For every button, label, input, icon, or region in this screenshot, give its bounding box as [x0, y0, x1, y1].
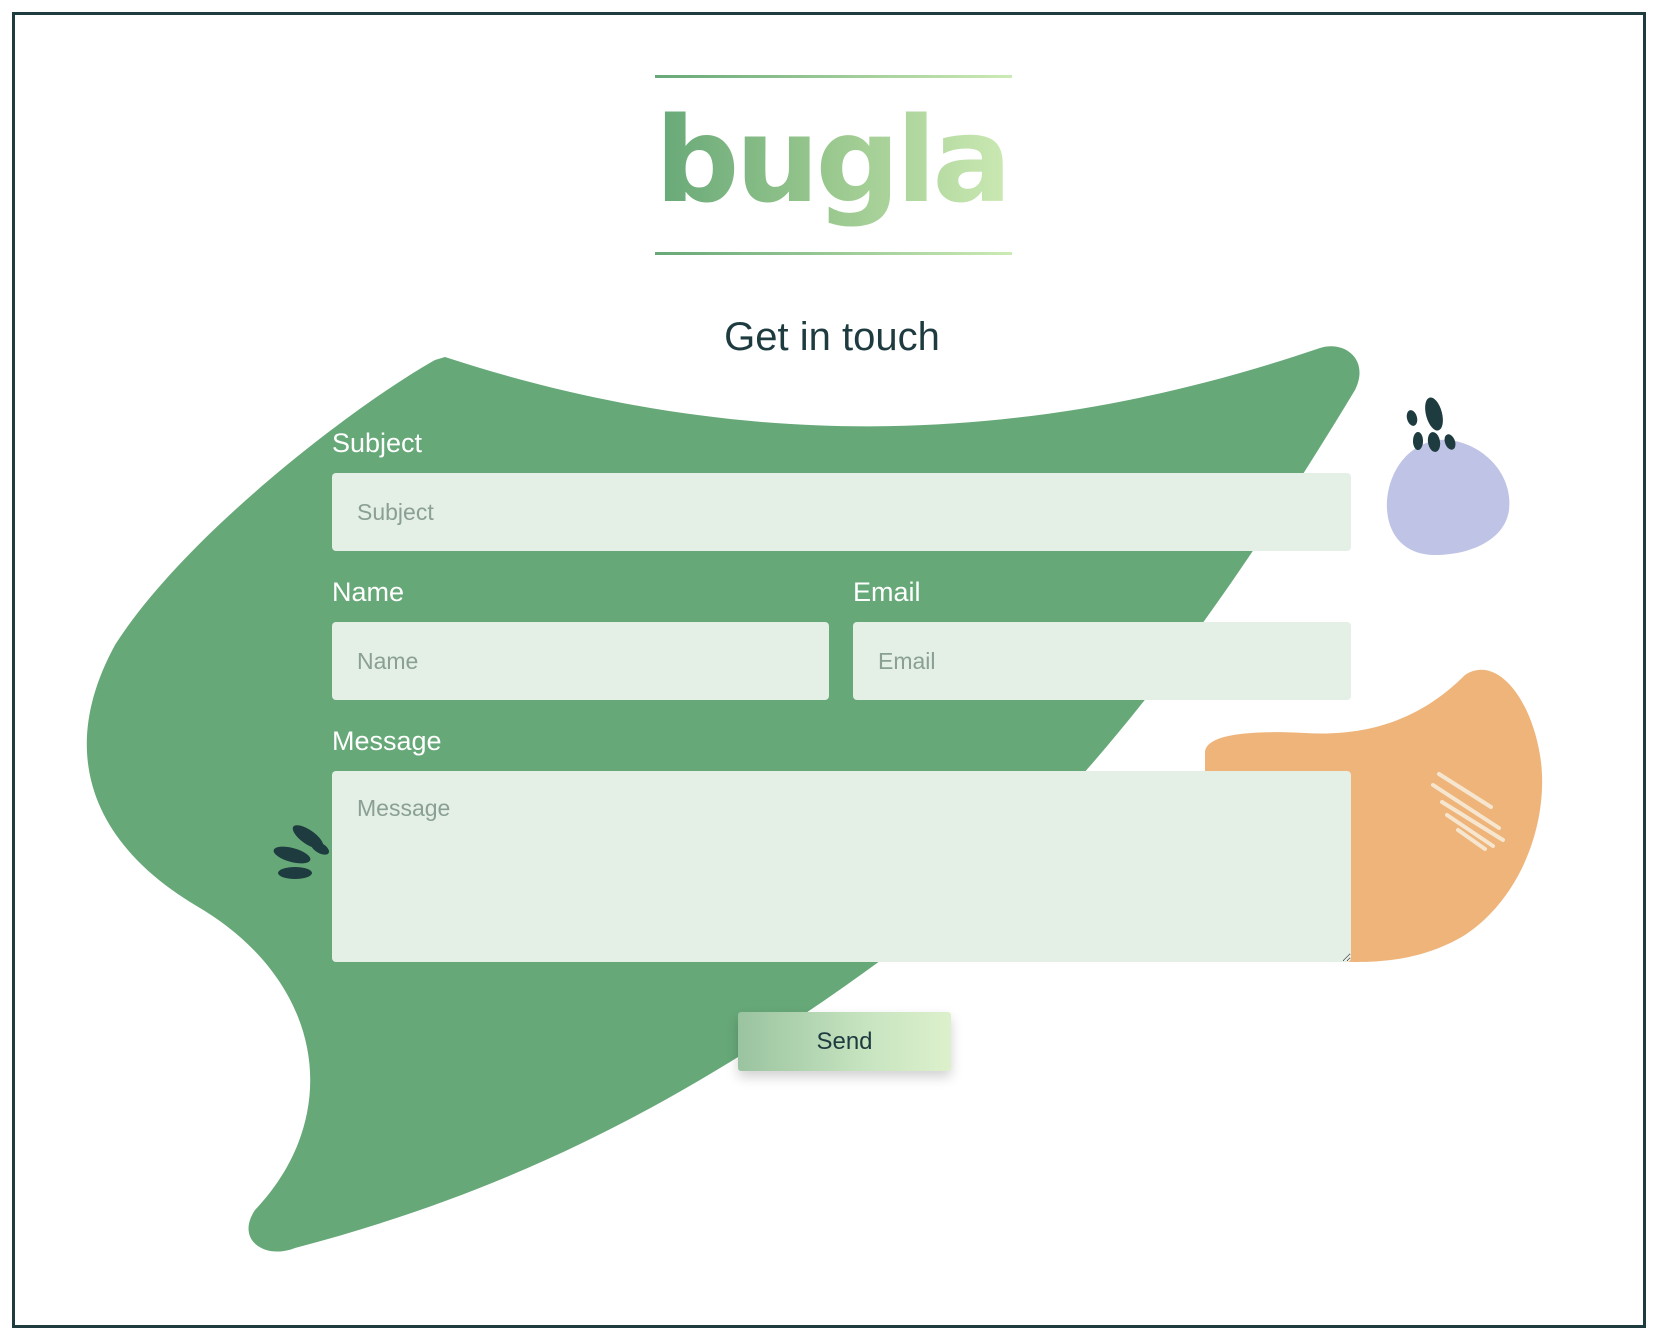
page-title: Get in touch: [724, 315, 940, 359]
dark-dashes-left: [273, 825, 330, 879]
logo-bottom-line: [655, 252, 1012, 255]
subject-input[interactable]: [332, 473, 1351, 551]
email-label: Email: [853, 577, 921, 607]
page-frame: buglab Get in touch Subject Name Email M…: [12, 12, 1646, 1328]
name-label: Name: [332, 577, 405, 607]
message-label: Message: [332, 726, 442, 756]
dark-dots-top: [1406, 397, 1456, 452]
email-input[interactable]: [853, 622, 1351, 700]
logo-top-line: [655, 75, 1012, 78]
message-textarea[interactable]: [332, 771, 1351, 962]
hatch-lines: [1431, 772, 1505, 851]
logo-wordmark: buglab: [655, 80, 1092, 240]
send-button[interactable]: Send: [738, 1012, 951, 1071]
subject-label: Subject: [332, 428, 423, 458]
brand-logo: buglab: [655, 60, 1092, 280]
lavender-blob: [1386, 439, 1510, 555]
name-input[interactable]: [332, 622, 829, 700]
